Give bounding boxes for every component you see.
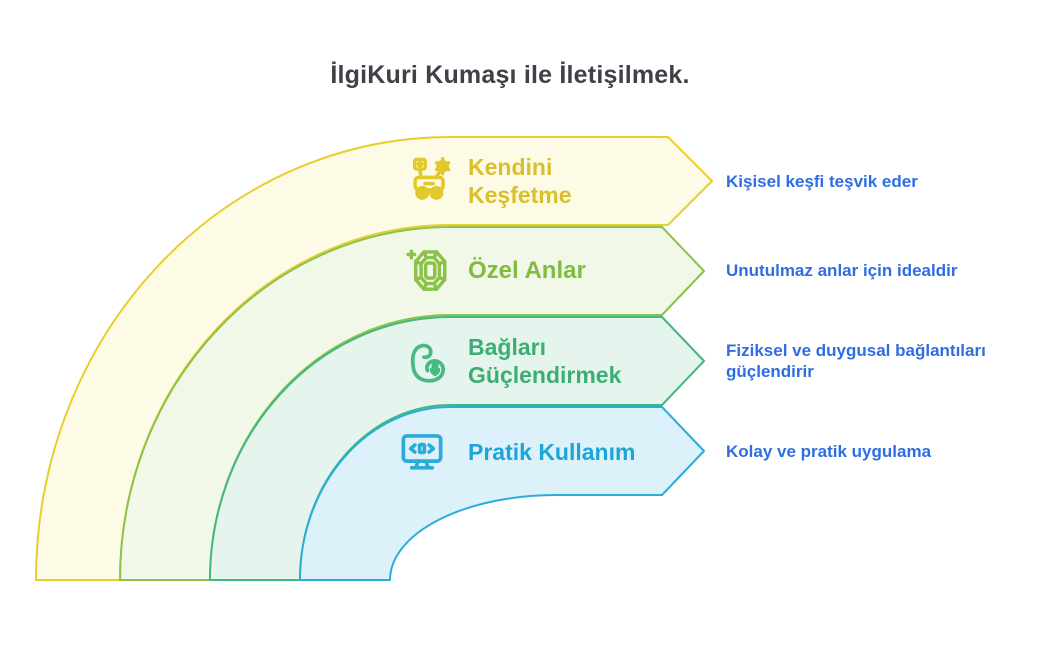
band-4-description: Kolay ve pratik uygulama <box>726 442 932 461</box>
rover-icon <box>412 156 451 200</box>
monitor-code-icon <box>401 434 443 470</box>
gem-icon <box>406 249 447 291</box>
band-2-label: Özel Anlar <box>468 257 586 284</box>
band-1-label: Kendini Keşfetme <box>468 154 572 208</box>
band-4-arc <box>299 406 705 581</box>
flexed-arm-icon <box>410 343 446 383</box>
band-3-label: Bağları Güçlendirmek <box>468 334 622 388</box>
band-2-description: Unutulmaz anlar için idealdir <box>726 261 958 280</box>
band-3-description: Fiziksel ve duygusal bağlantıları güçlen… <box>726 341 986 381</box>
page-title: İlgiKuri Kumaşı ile İletişilmek. <box>330 61 690 89</box>
band-1-description: Kişisel keşfi teşvik eder <box>726 172 918 191</box>
band-4-label: Pratik Kullanım <box>468 439 636 465</box>
